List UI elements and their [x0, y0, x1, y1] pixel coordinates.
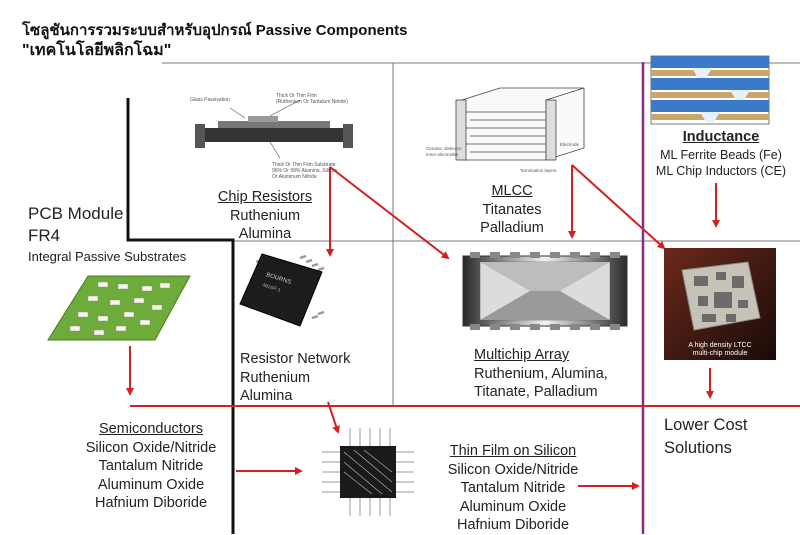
- ltcc-caption-line1: A high density LTCC: [688, 342, 751, 349]
- svg-text:Glass Passivation: Glass Passivation: [190, 97, 230, 103]
- arrow-chip-to-multichip: [329, 166, 450, 260]
- lower-cost-line1: Lower Cost: [664, 416, 748, 434]
- chip-resistors-item: Alumina: [238, 226, 292, 242]
- ltcc-module-image: A high density LTCC multi-chip module: [664, 248, 776, 360]
- svg-text:4816P-1: 4816P-1: [261, 282, 281, 294]
- pcb-illustration: [47, 275, 191, 341]
- svg-text:Or Aluminum Nitride: Or Aluminum Nitride: [272, 174, 317, 180]
- chip-resistors-heading: Chip Resistors: [217, 189, 313, 205]
- arrow-network-to-thinfilm: [327, 401, 340, 434]
- thin-film-heading: Thin Film on Silicon: [449, 443, 577, 459]
- resistor-network-chip: BOURNS 4816P-1: [239, 253, 325, 327]
- arrow-mlcc-to-ltcc: [571, 164, 666, 250]
- resistor-network-block: Resistor Network Ruthenium Alumina: [240, 350, 350, 406]
- inductance-diagram: [650, 55, 770, 125]
- pcb-module-label: PCB Module FR4: [28, 203, 123, 247]
- mlcc-diagram: Ceramic dielectric Inner electrodes Term…: [426, 87, 585, 173]
- staircase-divider: [126, 98, 235, 534]
- resistor-network-heading: Resistor Network: [240, 351, 351, 367]
- semiconductors-item: Tantalum Nitride: [98, 458, 204, 474]
- thin-film-item: Tantalum Nitride: [460, 480, 566, 496]
- multichip-array-item: Titanate, Palladium: [474, 384, 598, 400]
- svg-text:(Ruthenium Or Tantalum Nitride: (Ruthenium Or Tantalum Nitride): [276, 99, 348, 105]
- resistor-network-item: Alumina: [240, 388, 293, 404]
- inductance-item: ML Chip Inductors (CE): [655, 163, 787, 178]
- multichip-array-block: Multichip Array Ruthenium, Alumina, Tita…: [474, 346, 608, 402]
- pcb-module-line1: PCB Module: [28, 204, 124, 223]
- thin-film-chip: [322, 428, 414, 516]
- multichip-array-illustration: [462, 252, 628, 330]
- page-subtitle: "เทคโนโลยีพลิกโฉม": [22, 42, 172, 59]
- svg-text:Ceramic dielectric: Ceramic dielectric: [426, 146, 463, 151]
- resistor-network-item: Ruthenium: [240, 369, 311, 386]
- semiconductors-item: Hafnium Diboride: [94, 495, 208, 511]
- svg-text:96% Or 99% Alumina, Silicon: 96% Or 99% Alumina, Silicon: [272, 168, 337, 174]
- svg-text:Termination layers: Termination layers: [520, 168, 557, 173]
- svg-text:Electrode: Electrode: [560, 142, 580, 147]
- lower-cost-line2: Solutions: [664, 439, 732, 457]
- inductance-block: Inductance ML Ferrite Beads (Fe) ML Chip…: [646, 128, 796, 179]
- mlcc-item: Palladium: [480, 220, 544, 236]
- pcb-module-line3: Integral Passive Substrates: [28, 249, 187, 264]
- chip-resistors-block: Chip Resistors Ruthenium Alumina: [205, 188, 325, 244]
- pcb-module-line2: FR4: [28, 226, 61, 245]
- inductance-item: ML Ferrite Beads (Fe): [660, 147, 782, 162]
- thin-film-item: Silicon Oxide/Nitride: [447, 461, 579, 478]
- semiconductors-item: Aluminum Oxide: [97, 476, 205, 493]
- chip-resistors-item: Ruthenium: [229, 207, 301, 224]
- mlcc-item: Titanates: [482, 201, 542, 218]
- svg-text:Thick Or Thin Film: Thick Or Thin Film: [276, 93, 317, 99]
- multichip-array-item: Ruthenium, Alumina,: [474, 365, 608, 382]
- flow-arrows: [126, 164, 720, 490]
- chip-resistor-diagram: Glass Passivation Thick Or Thin Film (Ru…: [190, 93, 353, 180]
- thin-film-block: Thin Film on Silicon Silicon Oxide/Nitri…: [438, 442, 588, 535]
- multichip-array-heading: Multichip Array: [474, 347, 570, 363]
- lower-cost-label: Lower Cost Solutions: [664, 414, 747, 460]
- semiconductors-item: Silicon Oxide/Nitride: [85, 439, 217, 456]
- thin-film-item: Hafnium Diboride: [456, 517, 570, 533]
- inductance-heading: Inductance: [682, 129, 760, 145]
- ltcc-caption-line2: multi-chip module: [693, 350, 748, 357]
- semiconductors-block: Semiconductors Silicon Oxide/Nitride Tan…: [76, 420, 226, 513]
- mlcc-block: MLCC Titanates Palladium: [457, 182, 567, 238]
- svg-text:Inner electrodes: Inner electrodes: [426, 152, 459, 157]
- thin-film-item: Aluminum Oxide: [459, 498, 567, 515]
- page-title: โซลูชันการรวมระบบสำหรับอุปกรณ์ Passive C…: [22, 22, 408, 39]
- svg-text:Thick Or Thin Film Substrate: Thick Or Thin Film Substrate: [272, 162, 336, 168]
- semiconductors-heading: Semiconductors: [99, 421, 203, 437]
- mlcc-heading: MLCC: [491, 183, 533, 199]
